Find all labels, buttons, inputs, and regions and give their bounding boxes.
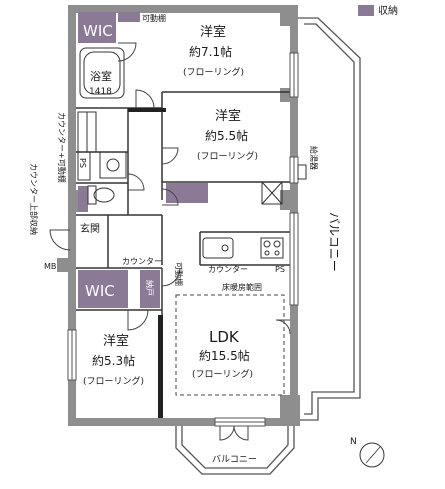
ps-left-box [77,151,91,181]
storage-left [78,186,88,212]
kitchen-stove [260,237,284,259]
bath-tub [79,47,125,99]
doors [49,42,291,441]
storage-north-strip [118,12,140,22]
movable-shelf-mid: 可動棚 [174,262,184,286]
bath-size: 1418 [89,87,112,97]
pantry [140,270,160,308]
bedroom-north-floor: (フローリング) [183,66,244,78]
north-label: N [350,437,357,447]
ldk-name: LDK [209,328,240,346]
movable-shelf-top: 可動棚 [142,13,166,23]
bedroom-south-name: 洋室 [103,333,129,349]
ps-left-label: PS [78,158,87,168]
balcony-east-label: バルコニー [327,212,341,272]
windows [67,52,299,427]
kitchen-counter-label: カウンター [208,265,248,274]
ldk-floor: (フローリング) [192,368,253,380]
bedroom-middle-floor: (フローリング) [197,150,258,162]
water-heater-label: 給湯器 [309,146,319,170]
balcony-south [175,425,295,475]
bedroom-south-floor: (フローリング) [83,375,144,387]
washbasin [99,151,127,179]
bedroom-middle-size: 約5.5帖 [205,128,248,143]
balcony-east [298,17,361,421]
bedroom-north-size: 約7.1帖 [189,44,232,59]
pantry-label: 納戸 [145,280,155,296]
wic-south [78,270,128,308]
ps-kitchen-label: PS [275,265,285,274]
wic-north-label: WIC [83,22,113,40]
counter-upper-storage: カウンター上部収納 [29,163,39,235]
counter-shelf [77,111,97,153]
toilet [87,185,115,205]
legend-label: 収納 [378,4,398,17]
ps-kitchen-box [261,181,283,205]
balcony-south-label: バルコニー [212,454,257,465]
wic-north [78,12,116,43]
thick-partitions [128,108,166,418]
floor-heating-area [175,294,285,396]
counter-hall-label: カウンター [122,257,162,266]
kitchen-sink [202,237,234,259]
compass-icon [359,442,385,468]
bedroom-south-size: 約5.3帖 [92,353,135,368]
ldk-size: 約15.5帖 [199,348,250,363]
legend-swatch [358,5,374,16]
water-heater-box [297,164,307,180]
floor-heating-label: 床暖房範囲 [222,282,262,292]
counter-movable-shelf: カウンター+可動棚 [57,112,67,183]
bedroom-north-name: 洋室 [200,24,226,40]
bath-name: 浴室 [90,69,112,83]
bedroom-middle-name: 洋室 [215,108,241,124]
wic-south-label: WIC [85,282,115,300]
interior-walls [76,91,290,418]
mb-label: MB [44,262,56,271]
entrance-label: 玄関 [80,222,100,235]
